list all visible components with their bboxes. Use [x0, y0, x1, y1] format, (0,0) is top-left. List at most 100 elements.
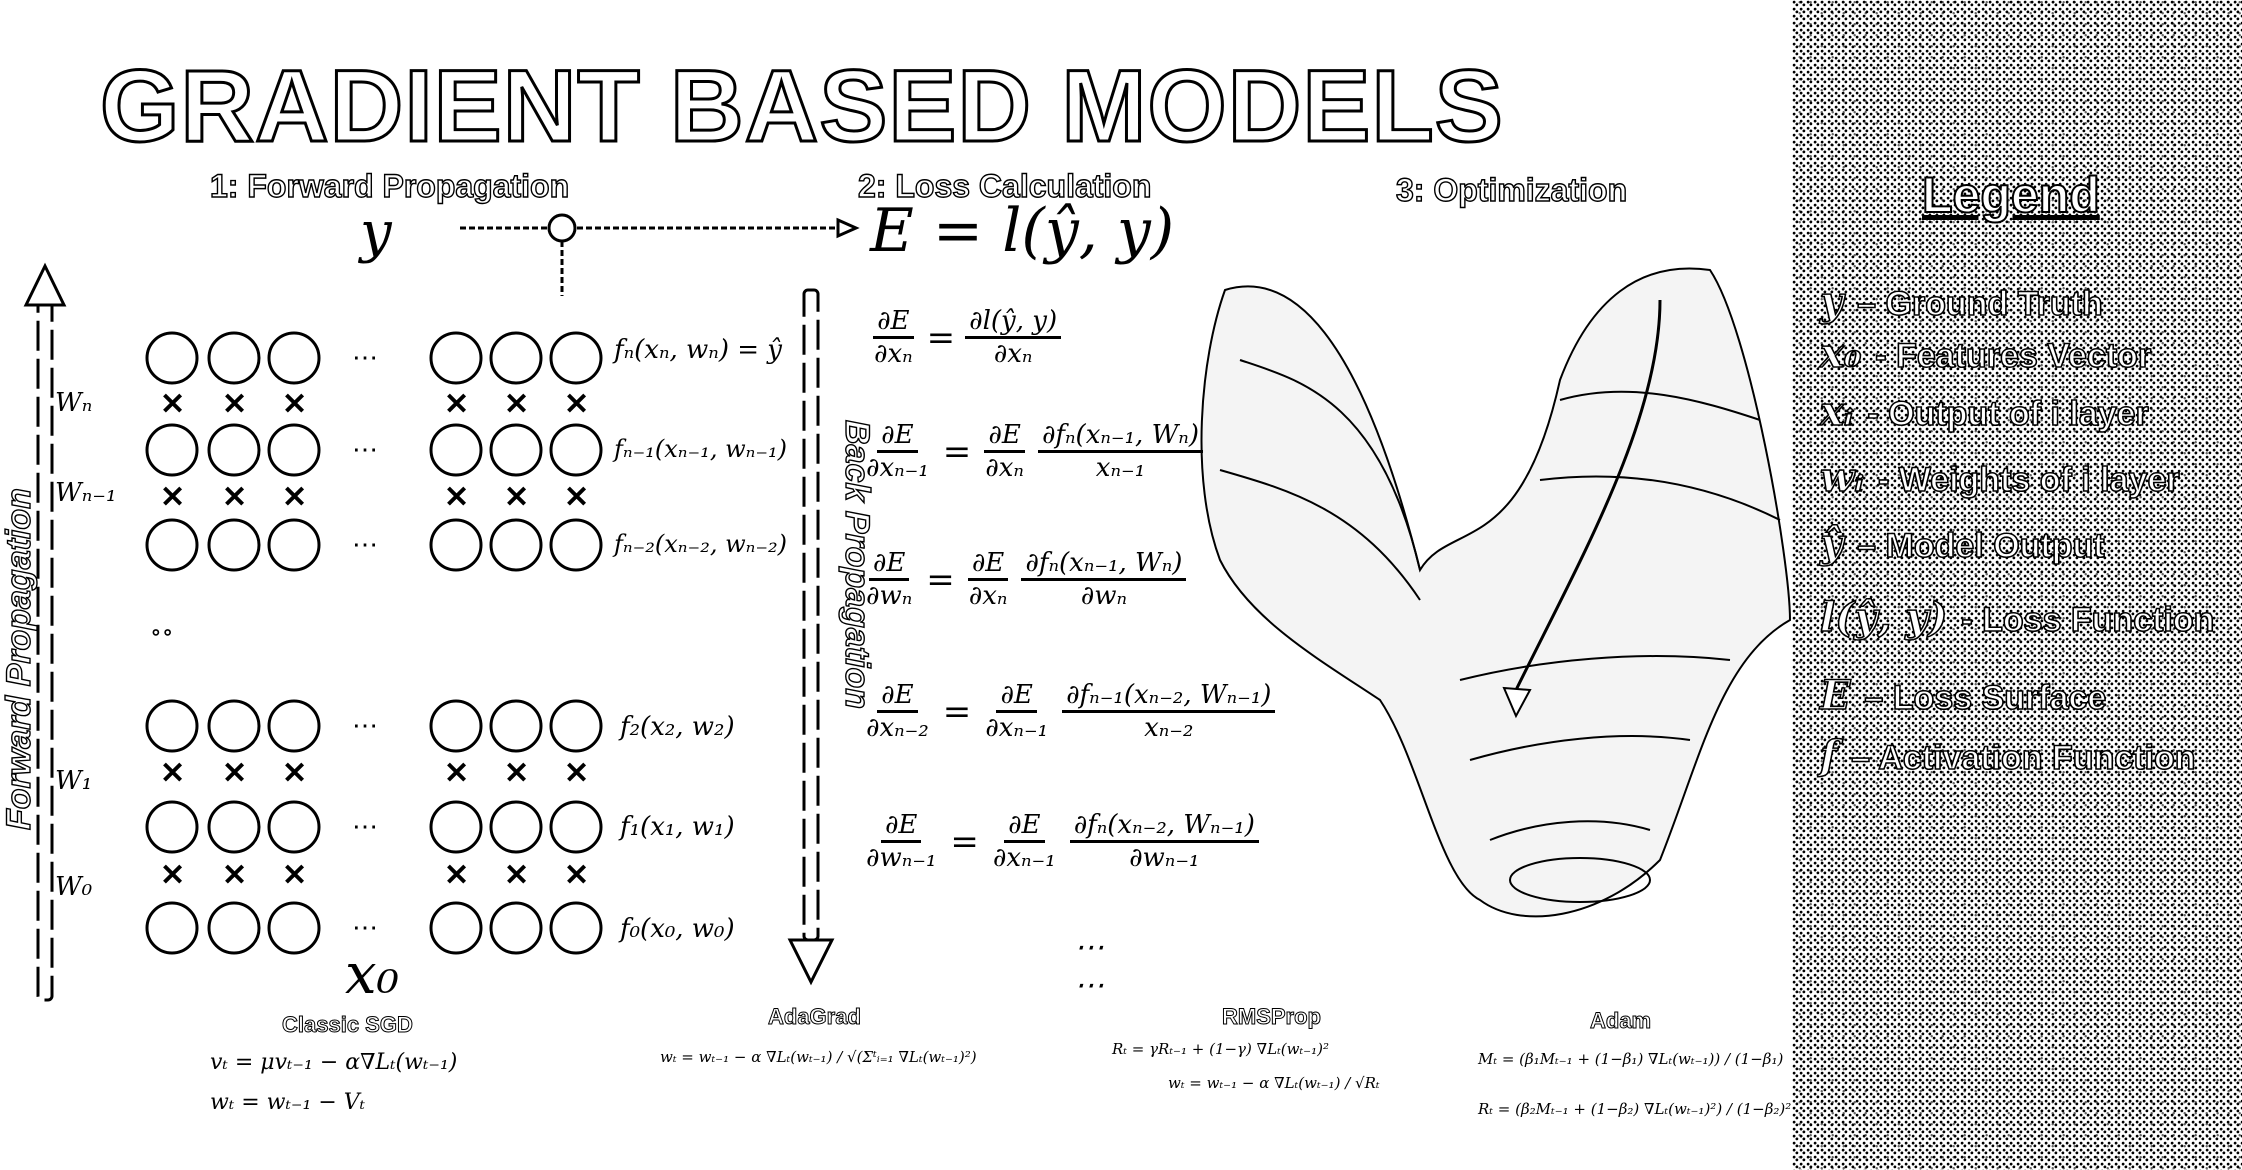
- neuron-node: [267, 423, 321, 477]
- neuron-node: [267, 901, 321, 955]
- neuron-node: [549, 901, 603, 955]
- legend-symbol: xᵢ: [1819, 387, 1868, 436]
- weight-connection-icon: ✕: [564, 756, 589, 791]
- neuron-node: [429, 423, 483, 477]
- weight-label-n: Wₙ: [55, 388, 93, 418]
- gradient-rhs-term: ∂fₙ(xₙ₋₁, Wₙ)∂wₙ: [1021, 548, 1187, 611]
- weight-connection-icon: ✕: [282, 858, 307, 893]
- fraction-denominator: ∂xₙ₋₁: [985, 713, 1049, 743]
- gradient-equation: ∂E∂xₙ₋₁=∂E∂xₙ∂fₙ(xₙ₋₁, Wₙ)xₙ₋₁: [862, 420, 1203, 483]
- legend-item: f – Activation Function: [1819, 731, 2196, 780]
- weight-connection-icon: ✕: [444, 480, 469, 515]
- neuron-node: [207, 423, 261, 477]
- gradient-rhs-term: ∂E∂xₙ₋₁: [989, 810, 1060, 873]
- legend-description: – Ground Truth: [1856, 284, 2103, 324]
- neuron-node: [145, 901, 199, 955]
- legend-item: l(ŷ, y) - Loss Function: [1819, 593, 2215, 642]
- gradient-lhs: ∂E∂wₙ₋₁: [862, 810, 940, 873]
- legend-description: – Loss Surface: [1864, 678, 2107, 718]
- fraction-numerator: ∂fₙ(xₙ₋₂, Wₙ₋₁): [1069, 810, 1259, 843]
- optimizer-rmsprop-eq-1: Rₜ = γRₜ₋₁ + (1−γ) ∇Lₜ(wₜ₋₁)²: [1112, 1040, 1329, 1058]
- neuron-node: [267, 518, 321, 572]
- fraction-denominator: xₙ₋₁: [1095, 453, 1146, 483]
- neuron-node: [549, 518, 603, 572]
- weight-connection-icon: ✕: [222, 756, 247, 791]
- forward-propagation-label: Forward Propagation: [0, 487, 39, 830]
- fraction-denominator: ∂wₙ: [1080, 581, 1128, 611]
- layer-function-n-minus-2: fₙ₋₂(xₙ₋₂, wₙ₋₂): [614, 530, 787, 558]
- layer-function-2: f₂(x₂, w₂): [620, 712, 735, 742]
- legend-symbol: l(ŷ, y): [1819, 593, 1962, 642]
- equals-sign: =: [926, 317, 956, 358]
- neuron-node: [549, 800, 603, 854]
- layer-function-0: f₀(x₀, w₀): [620, 914, 735, 944]
- legend-item: x₀ - Features Vector: [1819, 329, 2152, 378]
- weight-connection-icon: ✕: [282, 387, 307, 422]
- legend-title: Legend: [1921, 166, 2101, 224]
- gradient-equation: ∂E∂xₙ=∂l(ŷ, y)∂xₙ: [870, 306, 1062, 369]
- legend-symbol: f: [1819, 731, 1852, 780]
- neuron-node: [429, 699, 483, 753]
- legend-item: E – Loss Surface: [1819, 671, 2107, 720]
- optimizer-adam-eq-1: Mₜ = (β₁Mₜ₋₁ + (1−β₁) ∇Lₜ(wₜ₋₁)) / (1−β₁…: [1478, 1050, 1784, 1068]
- fraction-denominator: ∂xₙ₋₂: [866, 713, 929, 743]
- weight-connection-icon: ✕: [564, 480, 589, 515]
- optimizer-adam-name: Adam: [1589, 1008, 1652, 1034]
- neuron-node: [429, 800, 483, 854]
- input-features-label: x₀: [345, 942, 400, 1007]
- weight-connection-icon: ✕: [564, 858, 589, 893]
- layer-ellipsis: ⋯: [352, 913, 378, 943]
- layer-ellipsis: ⋯: [352, 711, 378, 741]
- fraction-denominator: xₙ₋₂: [1144, 713, 1194, 743]
- weight-connection-icon: ✕: [282, 480, 307, 515]
- fraction-numerator: ∂l(ŷ, y): [965, 306, 1062, 339]
- weight-connection-icon: ✕: [160, 387, 185, 422]
- legend-item: wᵢ - Weights of i layer: [1819, 453, 2180, 502]
- ground-truth-arrow: [460, 213, 860, 296]
- layer-ellipsis: ⋯: [352, 812, 378, 842]
- loss-surface: [1200, 267, 1792, 918]
- weight-connection-icon: ✕: [444, 756, 469, 791]
- neuron-node: [489, 800, 543, 854]
- layer-ellipsis: ⋯: [352, 530, 378, 560]
- legend-symbol: ŷ: [1819, 519, 1858, 568]
- fraction-numerator: ∂E: [967, 548, 1009, 581]
- neuron-node: [207, 800, 261, 854]
- legend-description: - Output of i layer: [1867, 394, 2150, 434]
- gradient-lhs: ∂E∂xₙ₋₂: [862, 680, 933, 743]
- neuron-node: [489, 331, 543, 385]
- equals-sign: =: [926, 559, 955, 600]
- page-title: GRADIENT BASED MODELS: [99, 48, 1505, 165]
- neuron-node: [549, 423, 603, 477]
- layer-gap-ellipsis: ∘∘: [150, 618, 174, 646]
- legend-symbol: x₀: [1819, 329, 1876, 378]
- layer-ellipsis: ⋯: [352, 435, 378, 465]
- fraction-denominator: ∂xₙ₋₁: [866, 453, 929, 483]
- legend-description: - Features Vector: [1874, 336, 2152, 376]
- fraction-numerator: ∂E: [868, 548, 910, 581]
- layer-function-n-minus-1: fₙ₋₁(xₙ₋₁, wₙ₋₁): [614, 435, 787, 463]
- more-ellipsis: ⋯: [1074, 930, 1104, 965]
- fraction-numerator: ∂E: [873, 306, 914, 339]
- gradient-lhs: ∂E∂xₙ: [870, 306, 917, 369]
- weight-connection-icon: ✕: [160, 480, 185, 515]
- optimizer-adam-eq-2: Rₜ = (β₂Mₜ₋₁ + (1−β₂) ∇Lₜ(wₜ₋₁)²) / (1−β…: [1478, 1100, 1792, 1118]
- legend-description: – Model Output: [1856, 526, 2105, 566]
- neuron-grid: ⋯⋯⋯⋯⋯⋯✕✕✕✕✕✕✕✕✕✕✕✕✕✕✕✕✕✕✕✕✕✕✕✕∘∘: [145, 331, 603, 955]
- neuron-node: [207, 699, 261, 753]
- weight-connection-icon: ✕: [444, 387, 469, 422]
- neuron-node: [489, 423, 543, 477]
- section-forward-propagation: 1: Forward Propagation: [209, 167, 570, 204]
- neuron-node: [549, 699, 603, 753]
- neuron-node: [145, 423, 199, 477]
- neuron-node: [549, 331, 603, 385]
- neuron-node: [267, 800, 321, 854]
- weight-connection-icon: ✕: [282, 756, 307, 791]
- equals-sign: =: [942, 691, 972, 732]
- weight-label-n-minus-1: Wₙ₋₁: [55, 478, 117, 508]
- legend-description: – Activation Function: [1850, 738, 2196, 778]
- legend-item: xᵢ - Output of i layer: [1819, 387, 2150, 436]
- fraction-numerator: ∂fₙ(xₙ₋₁, Wₙ): [1021, 548, 1187, 581]
- fraction-numerator: ∂E: [1004, 810, 1045, 843]
